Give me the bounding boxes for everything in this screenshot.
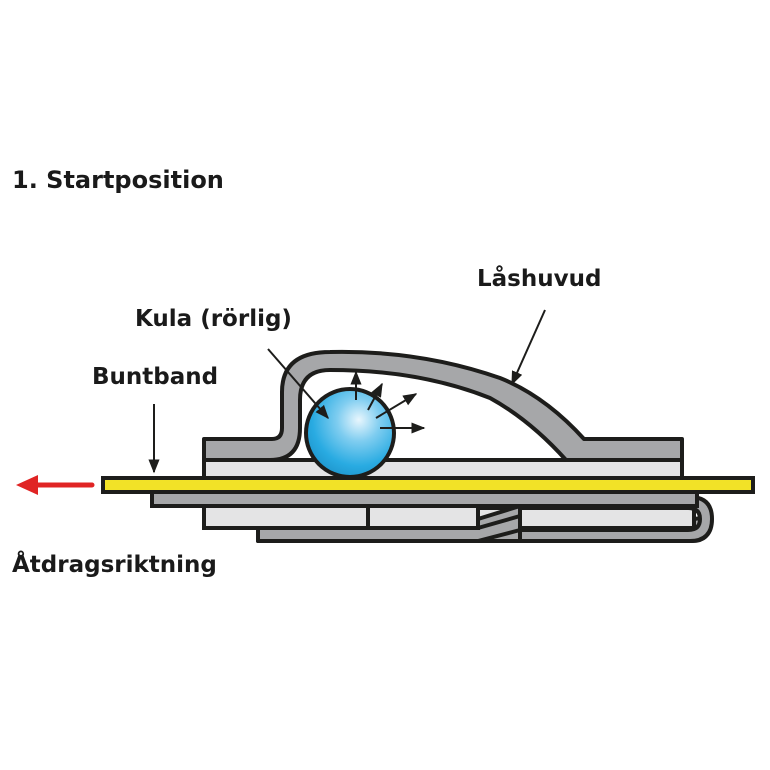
lower-housing <box>150 490 714 543</box>
pointer-ball <box>267 348 329 420</box>
label-lock-head: Låshuvud <box>477 266 602 292</box>
ball <box>304 387 396 479</box>
pull-direction-arrow <box>16 475 95 495</box>
force-arrows <box>350 370 426 434</box>
diagram-title: 1. Startposition <box>12 166 224 194</box>
pointer-lock-head <box>511 309 546 386</box>
label-ball: Kula (rörlig) <box>135 306 292 332</box>
upper-light-layer <box>202 458 684 480</box>
force-arrow <box>367 382 383 411</box>
label-cable-tie: Buntband <box>92 364 219 390</box>
label-pull-direction: Åtdragsriktning <box>12 552 217 578</box>
lock-head <box>202 349 684 462</box>
under-tie-strip <box>150 490 699 508</box>
force-arrow <box>375 393 418 419</box>
cable-tie-band <box>101 476 755 494</box>
